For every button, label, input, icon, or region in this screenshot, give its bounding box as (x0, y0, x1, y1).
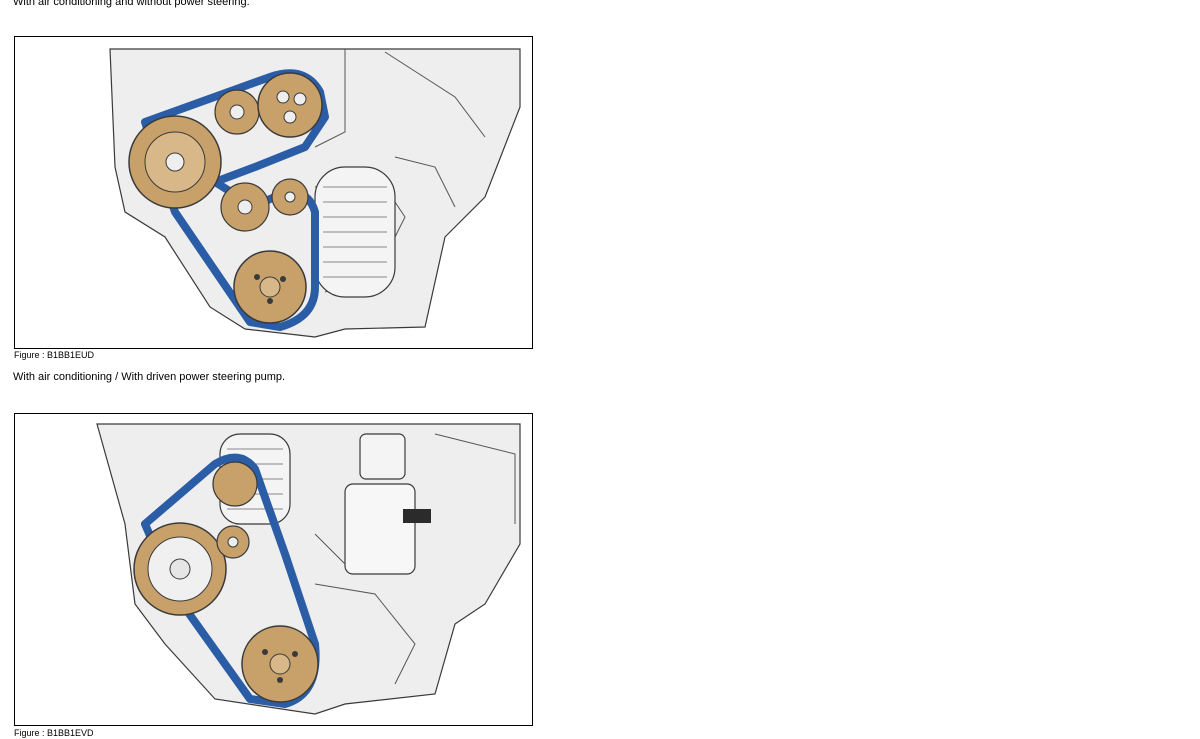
engine-detail (314, 49, 486, 293)
figure-1-belt-diagram (14, 36, 533, 349)
figure-1-label: Figure : B1BB1EUD (14, 350, 95, 360)
alternator-pulley (212, 461, 258, 507)
crankshaft-pulley (133, 522, 227, 616)
crankshaft-pulley (128, 115, 222, 209)
idler-pulley-top (214, 89, 260, 135)
engine-illustration-2 (96, 423, 521, 715)
tensioner-pulley (220, 182, 270, 232)
figure-2-label: Figure : B1BB1EVD (14, 728, 94, 738)
oil-filter-housing (344, 483, 416, 575)
sensor-plug (403, 509, 431, 523)
alternator-pulley (271, 178, 309, 216)
pump-pulley (257, 72, 323, 138)
ac-compressor-pulley (233, 250, 307, 324)
alternator-fins (323, 186, 387, 278)
section-1-caption: With air conditioning and without power … (13, 0, 250, 8)
engine-detail (314, 433, 516, 685)
engine-illustration-1 (109, 48, 521, 338)
ac-compressor-pulley (241, 625, 319, 703)
oil-filter-cap (359, 433, 406, 480)
drive-belt (141, 453, 320, 708)
tensioner-pulley (216, 525, 250, 559)
figure-2-belt-diagram (14, 413, 533, 726)
section-2-caption: With air conditioning / With driven powe… (13, 371, 286, 383)
